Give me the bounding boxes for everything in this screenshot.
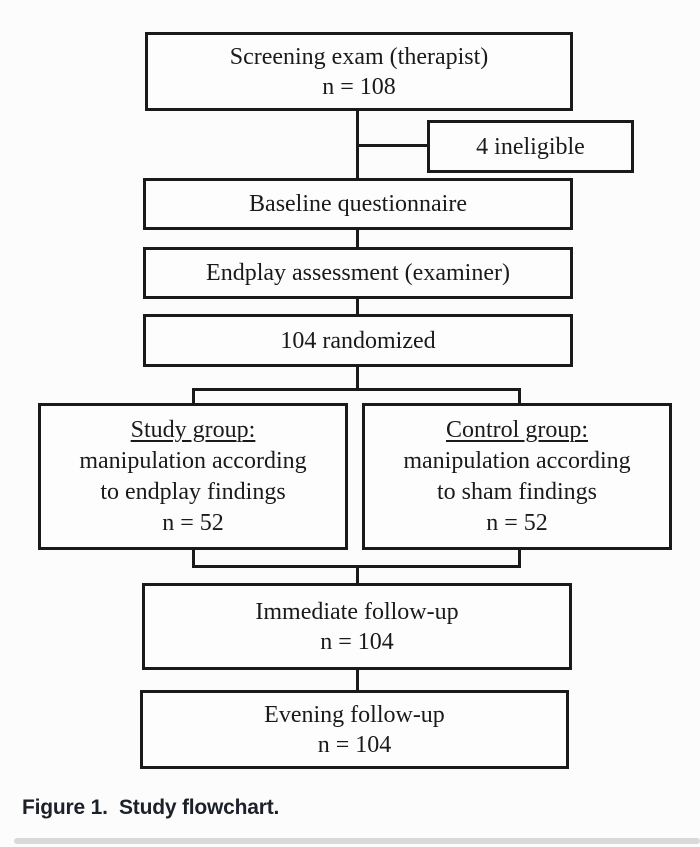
node-endplay-assessment: Endplay assessment (examiner)	[143, 247, 573, 299]
connector-immediate-to-evening	[356, 670, 359, 690]
node-study-group-line3: to endplay findings	[100, 478, 286, 505]
node-evening-followup: Evening follow-up n = 104	[140, 690, 569, 769]
connector-split-bracket-top	[192, 388, 521, 391]
node-ineligible-line1: 4 ineligible	[476, 133, 585, 160]
node-endplay-assessment-line1: Endplay assessment (examiner)	[206, 260, 510, 286]
connector-split-to-study-group	[192, 390, 195, 404]
study-flowchart: Screening exam (therapist) n = 108 4 ine…	[38, 32, 672, 769]
connector-randomized-to-split	[356, 367, 359, 390]
node-control-group-n: n = 52	[486, 509, 548, 536]
node-screening-exam: Screening exam (therapist) n = 108	[145, 32, 573, 111]
node-immediate-followup: Immediate follow-up n = 104	[142, 583, 572, 670]
node-baseline-questionnaire: Baseline questionnaire	[143, 178, 573, 230]
node-randomized: 104 randomized	[143, 314, 573, 367]
node-screening-exam-line1: Screening exam (therapist)	[229, 43, 489, 70]
node-control-group-heading: Control group:	[446, 416, 588, 443]
node-randomized-line1: 104 randomized	[280, 327, 436, 354]
node-ineligible: 4 ineligible	[427, 120, 634, 173]
node-screening-exam-n: n = 108	[322, 73, 396, 100]
connector-control-group-to-merge	[518, 550, 521, 567]
node-study-group-line2: manipulation according	[79, 447, 307, 474]
connector-merge-bracket-bottom	[192, 565, 521, 568]
node-study-group-n: n = 52	[162, 509, 224, 536]
node-control-group: Control group: manipulation according to…	[362, 403, 672, 550]
connector-split-to-control-group	[518, 390, 521, 404]
figure-caption: Figure 1. Study flowchart.	[22, 796, 280, 819]
connector-merge-to-immediate	[356, 567, 359, 583]
connector-endplay-to-randomized	[356, 299, 359, 315]
node-control-group-line3: to sham findings	[437, 478, 597, 505]
node-baseline-questionnaire-line1: Baseline questionnaire	[249, 191, 467, 217]
bottom-divider	[14, 838, 700, 844]
node-evening-followup-n: n = 104	[317, 731, 392, 758]
connector-baseline-to-endplay	[356, 230, 359, 248]
node-study-group-heading: Study group:	[130, 416, 256, 443]
node-evening-followup-line1: Evening follow-up	[264, 701, 445, 728]
node-immediate-followup-line1: Immediate follow-up	[255, 598, 459, 625]
node-study-group: Study group: manipulation according to e…	[38, 403, 348, 550]
node-control-group-line2: manipulation according	[403, 447, 631, 474]
connector-branch-to-ineligible	[356, 144, 427, 147]
connector-study-group-to-merge	[192, 550, 195, 567]
node-immediate-followup-n: n = 104	[320, 628, 394, 655]
